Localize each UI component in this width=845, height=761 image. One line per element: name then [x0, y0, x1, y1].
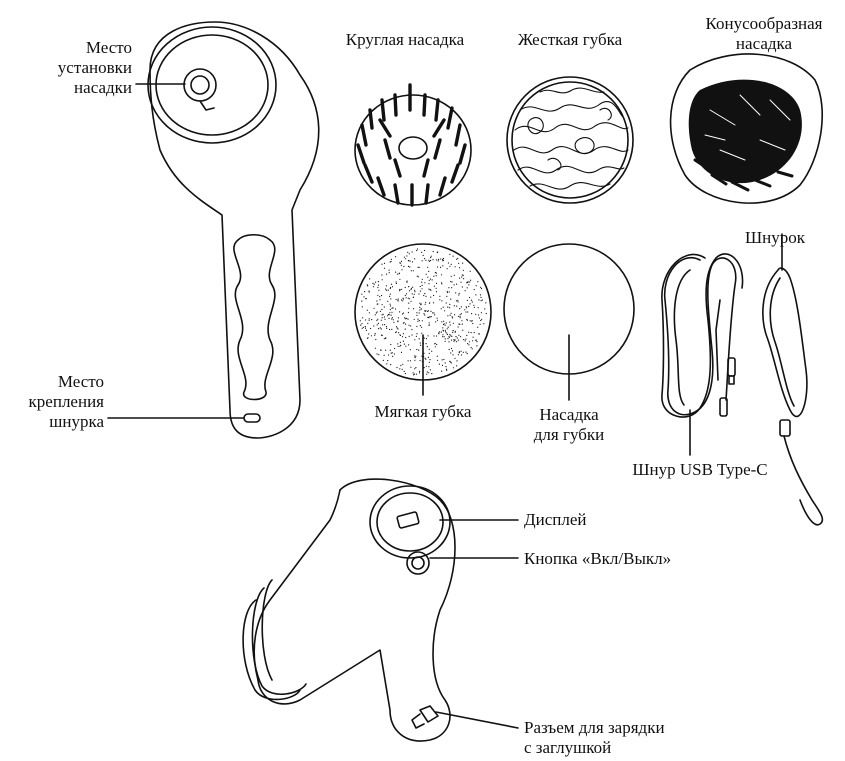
label-display: Дисплей: [524, 510, 586, 530]
label-sponge-holder: Насадка для губки: [519, 405, 619, 445]
cone-brush: [671, 54, 823, 203]
usb-cable: [662, 254, 743, 417]
label-strap-mount: Место крепления шнурка: [2, 372, 104, 432]
label-hard-sponge: Жесткая губка: [500, 30, 640, 50]
device-side: [243, 479, 455, 741]
label-round-brush: Круглая насадка: [330, 30, 480, 50]
label-cone-brush: Конусообразная насадка: [688, 14, 840, 54]
label-charge-port: Разъем для зарядки с заглушкой: [524, 718, 665, 758]
label-power-button: Кнопка «Вкл/Выкл»: [524, 549, 671, 569]
strap-mount-hole: [244, 414, 260, 422]
round-brush: [355, 85, 471, 205]
label-soft-sponge: Мягкая губка: [355, 402, 491, 422]
label-usb-cable: Шнур USB Type-C: [620, 460, 780, 480]
label-strap: Шнурок: [730, 228, 820, 248]
hard-sponge: [507, 77, 633, 203]
label-nozzle-mount: Место установки насадки: [20, 38, 132, 98]
strap: [763, 234, 823, 525]
